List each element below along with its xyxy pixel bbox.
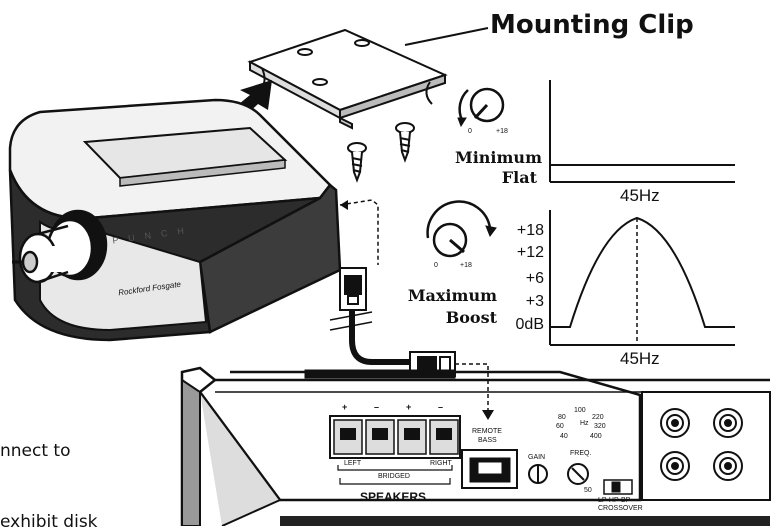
knob-minimum-icon (457, 87, 505, 128)
db-label: +6 (525, 270, 544, 287)
knob-min-scale-low: 0 (468, 128, 472, 135)
remote-bass-knob-unit (8, 98, 342, 342)
left-label: LEFT (344, 460, 362, 467)
arrowhead-icon (340, 200, 348, 210)
side-text-line-1: nnect to (0, 441, 71, 461)
remote-label: REMOTE (472, 428, 502, 435)
boost-curve (550, 216, 735, 328)
screw-icon (395, 122, 415, 163)
terminal-sign: + (342, 402, 348, 412)
freq-label: FREQ. (570, 450, 592, 457)
crossover-label: LP-HP-BP (598, 497, 631, 504)
freq-scale: 100 (574, 407, 586, 414)
db-label: +18 (516, 222, 544, 239)
knob-max-scale-low: 0 (434, 262, 438, 269)
db-label: +3 (525, 293, 544, 310)
knob-min-label-2: Flat (501, 168, 537, 187)
title-leader-line (404, 27, 489, 46)
freq-scale: 50 (584, 487, 592, 494)
knob-max-scale-high: +18 (460, 262, 472, 269)
terminal-sign: + (406, 402, 412, 412)
freq-scale: 80 (558, 414, 566, 421)
freq-scale: 320 (594, 423, 606, 430)
knob-max-label-1: Maximum (407, 286, 497, 305)
amplifier-panel (180, 366, 771, 526)
boost-response-graph (549, 210, 735, 346)
bridged-label: BRIDGED (378, 473, 410, 480)
freq-scale: 220 (592, 414, 604, 421)
plug-dashed-line (455, 363, 489, 410)
terminal-sign: – (438, 402, 444, 412)
freq-scale: 60 (556, 423, 564, 430)
flat-graph-freq-label: 45Hz (620, 186, 660, 205)
speakers-label: SPEAKERS (360, 490, 427, 504)
remote-cable (329, 310, 412, 365)
gain-label: GAIN (528, 454, 546, 461)
db-label: 0dB (515, 316, 544, 333)
freq-scale: 400 (590, 433, 602, 440)
knob-min-scale-high: +18 (496, 128, 508, 135)
side-text-line-2: exhibit disk (0, 512, 98, 532)
knob-max-label-2: Boost (445, 308, 497, 327)
knob-min-label-1: Minimum (455, 148, 542, 167)
terminal-sign: – (374, 402, 380, 412)
rj-plug-icon (339, 267, 367, 311)
flat-response-graph (549, 80, 735, 183)
knob-maximum-icon (426, 200, 497, 258)
mounting-clip-title: Mounting Clip (490, 10, 694, 40)
boost-graph-freq-label: 45Hz (620, 349, 660, 368)
freq-hz-label: Hz (580, 420, 589, 427)
connection-dashed-line (339, 199, 379, 265)
bass-label: BASS (478, 437, 497, 444)
screw-icon (347, 142, 367, 183)
freq-scale: 40 (560, 433, 568, 440)
db-label: +12 (516, 244, 544, 261)
mounting-clip-plate (247, 28, 448, 130)
crossover-label: CROSSOVER (598, 505, 643, 512)
arrowhead-icon (482, 410, 494, 420)
right-label: RIGHT (430, 460, 452, 467)
